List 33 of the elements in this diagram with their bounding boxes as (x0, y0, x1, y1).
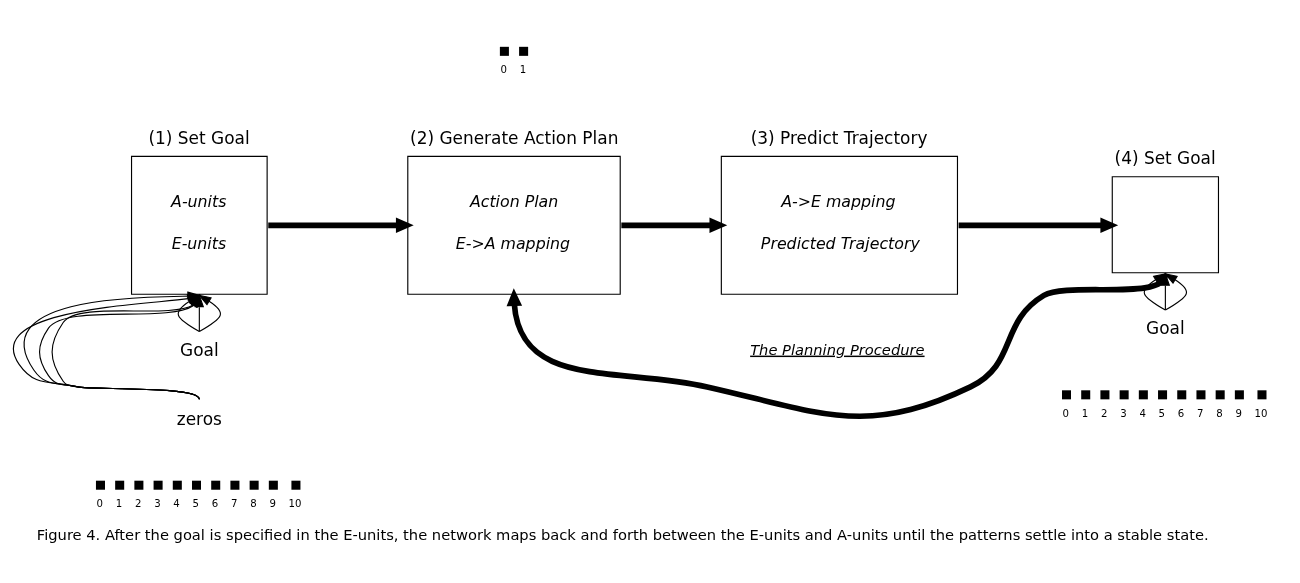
label: 0 (500, 63, 507, 75)
label: 3 (154, 497, 161, 509)
node-text: zeros (176, 408, 222, 429)
label: 10 (288, 497, 302, 509)
label: 4 (173, 497, 180, 509)
label: The Planning Procedure (750, 340, 925, 358)
label: 3 (1120, 407, 1127, 419)
label: 0 (1062, 407, 1070, 419)
label: 10 (1254, 407, 1268, 419)
label: 1 (519, 63, 527, 75)
node-text: Goal (180, 339, 219, 360)
node-label: (1) Set Goal (148, 127, 250, 148)
label: 1 (115, 497, 123, 509)
label: 0 (96, 497, 103, 509)
node-label: (3) Predict Trajectory (750, 127, 928, 148)
label: 4 (1139, 407, 1146, 419)
label: 6 (1177, 407, 1185, 419)
node-text: Goal (1146, 317, 1185, 338)
label: 8 (1216, 407, 1223, 419)
label: 2 (1100, 407, 1108, 419)
label: 5 (192, 497, 200, 509)
label: 6 (211, 497, 219, 509)
label: 2 (134, 497, 142, 509)
label: 5 (1158, 407, 1166, 419)
label: 1 (1081, 407, 1089, 419)
label: 9 (269, 497, 276, 509)
caption: Figure 4. After the goal is specified in the E-units, the network maps back and forth between the E-units and A-units until the patterns settle into a stable state. (36, 525, 1209, 543)
label: 9 (1235, 407, 1242, 419)
label: 7 (230, 497, 238, 509)
node-label: (4) Set Goal (1114, 147, 1216, 168)
label: 7 (1197, 407, 1204, 419)
node-label: (2) Generate Action Plan (410, 127, 619, 148)
label: 8 (250, 497, 257, 509)
